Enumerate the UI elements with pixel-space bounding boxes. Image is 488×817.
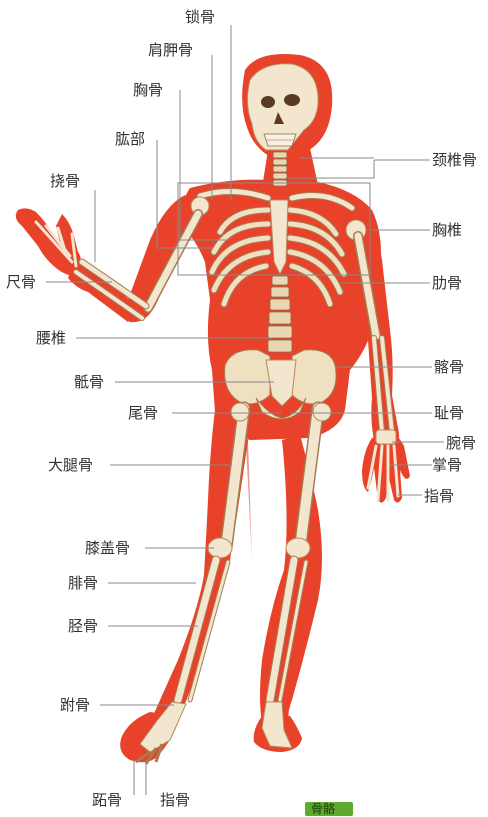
label-patella: 膝盖骨 [85, 539, 130, 557]
label-finger-phalanx: 指骨 [424, 487, 454, 505]
label-clavicle: 锁骨 [185, 8, 215, 26]
label-cervical: 颈椎骨 [432, 151, 477, 169]
label-femur: 大腿骨 [48, 456, 93, 474]
label-tibia: 胫骨 [68, 617, 98, 635]
category-badge: 骨骼 [305, 802, 353, 816]
label-scapula: 肩胛骨 [148, 41, 193, 59]
label-fibula: 腓骨 [68, 574, 98, 592]
label-sacrum: 骶骨 [74, 373, 104, 391]
label-radius: 挠骨 [50, 172, 80, 190]
label-tarsal: 跗骨 [60, 696, 90, 714]
label-rib: 肋骨 [432, 274, 462, 292]
label-metatarsal: 跖骨 [92, 791, 122, 809]
label-thoracic: 胸椎 [432, 221, 462, 239]
label-ilium: 髂骨 [434, 358, 464, 376]
label-pubis: 耻骨 [434, 404, 464, 422]
label-metacarpal: 掌骨 [432, 456, 462, 474]
label-humerus: 肱部 [115, 130, 145, 148]
body-silhouette [16, 54, 410, 762]
category-badge-text: 骨骼 [311, 800, 335, 817]
label-carpal: 腕骨 [446, 434, 476, 452]
label-coccyx: 尾骨 [128, 404, 158, 422]
label-sternum: 胸骨 [133, 81, 163, 99]
label-ulna: 尺骨 [6, 273, 36, 291]
label-toe-phalanx: 指骨 [160, 791, 190, 809]
label-lumbar: 腰椎 [36, 329, 66, 347]
